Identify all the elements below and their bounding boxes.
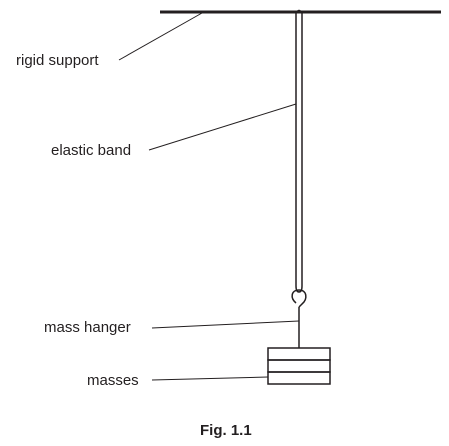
label-masses: masses [87, 372, 139, 389]
leader-line-masses [151, 376, 269, 381]
elastic-band [295, 13, 303, 293]
figure-caption: Fig. 1.1 [200, 422, 252, 439]
leader-line-rigid-support [118, 12, 203, 61]
label-elastic-band: elastic band [51, 142, 132, 159]
elastic-band-top-loop [295, 9, 303, 14]
mass-block-top [267, 347, 331, 361]
label-rigid-support: rigid support [16, 52, 99, 69]
leader-line-mass-hanger [151, 320, 300, 329]
label-mass-hanger: mass hanger [44, 319, 131, 336]
leader-line-elastic-band [148, 103, 297, 151]
hanger-hook [291, 289, 307, 308]
mass-block-middle [267, 359, 331, 373]
mass-block-bottom [267, 371, 331, 385]
